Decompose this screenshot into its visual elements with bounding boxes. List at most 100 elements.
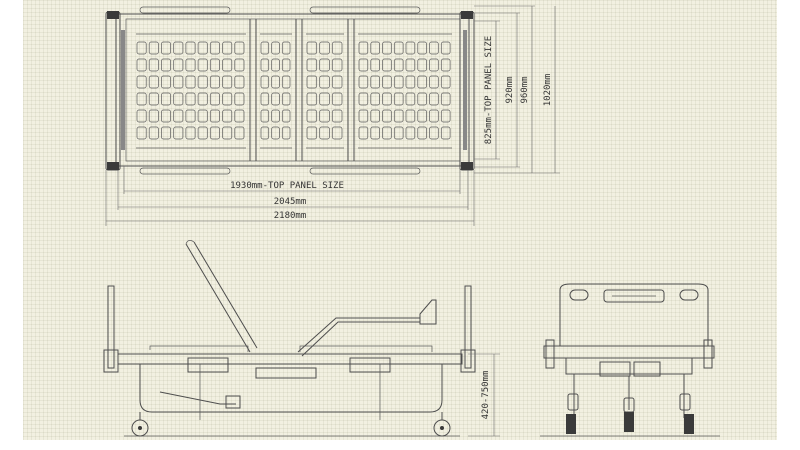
platform-slot (370, 109, 380, 123)
dim-width-b: 960mm (520, 76, 530, 103)
platform-slot (331, 109, 343, 123)
top-rail-right (309, 6, 421, 14)
platform-slot (393, 92, 404, 106)
platform-slot (417, 58, 427, 72)
platform-slot (173, 41, 184, 55)
platform-slot (271, 126, 280, 140)
platform-slot (271, 92, 280, 106)
platform-slot (382, 109, 392, 123)
platform-slot (197, 92, 208, 106)
platform-slot (148, 58, 159, 72)
platform-slot (222, 109, 233, 123)
bottom-rail-right (309, 167, 421, 175)
platform-slot (331, 41, 343, 55)
platform-slot (209, 109, 220, 123)
lift-arm (159, 391, 236, 405)
platform-slot (417, 109, 427, 123)
platform-slot (358, 58, 369, 72)
mattress-platform-slots (136, 33, 452, 149)
platform-slot (417, 92, 427, 106)
platform-slot (405, 41, 416, 55)
platform-slot (136, 58, 147, 72)
platform-slot (382, 58, 392, 72)
dim-top-panel-length: 1930mm-TOP PANEL SIZE (230, 181, 344, 191)
platform-slot (429, 92, 439, 106)
platform-slot (306, 75, 318, 89)
platform-slot (260, 41, 270, 55)
platform-slot (260, 126, 270, 140)
platform-slot (429, 58, 439, 72)
platform-slot (331, 92, 343, 106)
platform-slot (382, 41, 392, 55)
platform-slot (306, 126, 318, 140)
platform-slot (136, 109, 147, 123)
head-post (107, 285, 115, 369)
platform-slot (382, 92, 392, 106)
platform-slot (393, 58, 404, 72)
platform-slot (209, 58, 220, 72)
platform-slot (161, 41, 171, 55)
platform-slot (331, 75, 343, 89)
platform-slot (222, 75, 233, 89)
platform-slot (148, 92, 159, 106)
caster-housing (679, 393, 691, 411)
platform-slot (281, 75, 291, 89)
platform-slot (209, 75, 220, 89)
bottom-rail-left (139, 167, 231, 175)
platform-slot (405, 75, 416, 89)
head-strip (121, 30, 125, 150)
end-side-post-right (703, 339, 713, 369)
backrest (185, 241, 258, 353)
platform-slot (260, 75, 270, 89)
platform-slot (234, 126, 245, 140)
platform-slot (148, 126, 159, 140)
platform-slot (185, 58, 196, 72)
platform-slot (185, 109, 196, 123)
platform-slot (440, 58, 451, 72)
platform-slot (281, 92, 291, 106)
platform-slot (185, 41, 196, 55)
platform-slot (429, 126, 439, 140)
platform-slot (222, 92, 233, 106)
corner-bracket (461, 162, 473, 170)
platform-slot (185, 92, 196, 106)
platform-slot (197, 75, 208, 89)
caster-left (131, 412, 149, 437)
platform-slot (306, 92, 318, 106)
dim-width-c: 1020mm (543, 74, 553, 107)
foot-post (464, 285, 472, 369)
platform-slot (393, 126, 404, 140)
headboard-top-grip (603, 289, 665, 303)
platform-slot (222, 58, 233, 72)
platform-slot (370, 41, 380, 55)
platform-slot (440, 92, 451, 106)
backrest-top (185, 240, 195, 245)
platform-slot (429, 41, 439, 55)
main-frame-rail (117, 353, 463, 365)
platform-slot (319, 92, 330, 106)
platform-slot (331, 126, 343, 140)
top-view-dimensions (105, 5, 560, 226)
platform-slot (440, 75, 451, 89)
caster-housing (567, 393, 579, 411)
platform-slot (234, 92, 245, 106)
platform-slot (260, 92, 270, 106)
dim-width-a: 920mm (505, 76, 515, 103)
platform-slot (161, 58, 171, 72)
lift-arm-end (225, 395, 241, 409)
dim-overall-length-b: 2180mm (274, 211, 307, 221)
platform-slot (393, 41, 404, 55)
platform-slot (417, 75, 427, 89)
platform-slot (405, 126, 416, 140)
platform-slot (382, 75, 392, 89)
dim-top-panel-width: 825mm-TOP PANEL SIZE (484, 36, 494, 144)
platform-slot (209, 92, 220, 106)
platform-slot (319, 126, 330, 140)
end-wheel-center (624, 412, 634, 432)
side-view (103, 240, 476, 437)
platform-slot (222, 41, 233, 55)
platform-slot (370, 75, 380, 89)
dim-height-range: 420-750mm (481, 371, 491, 420)
platform-slot (148, 41, 159, 55)
